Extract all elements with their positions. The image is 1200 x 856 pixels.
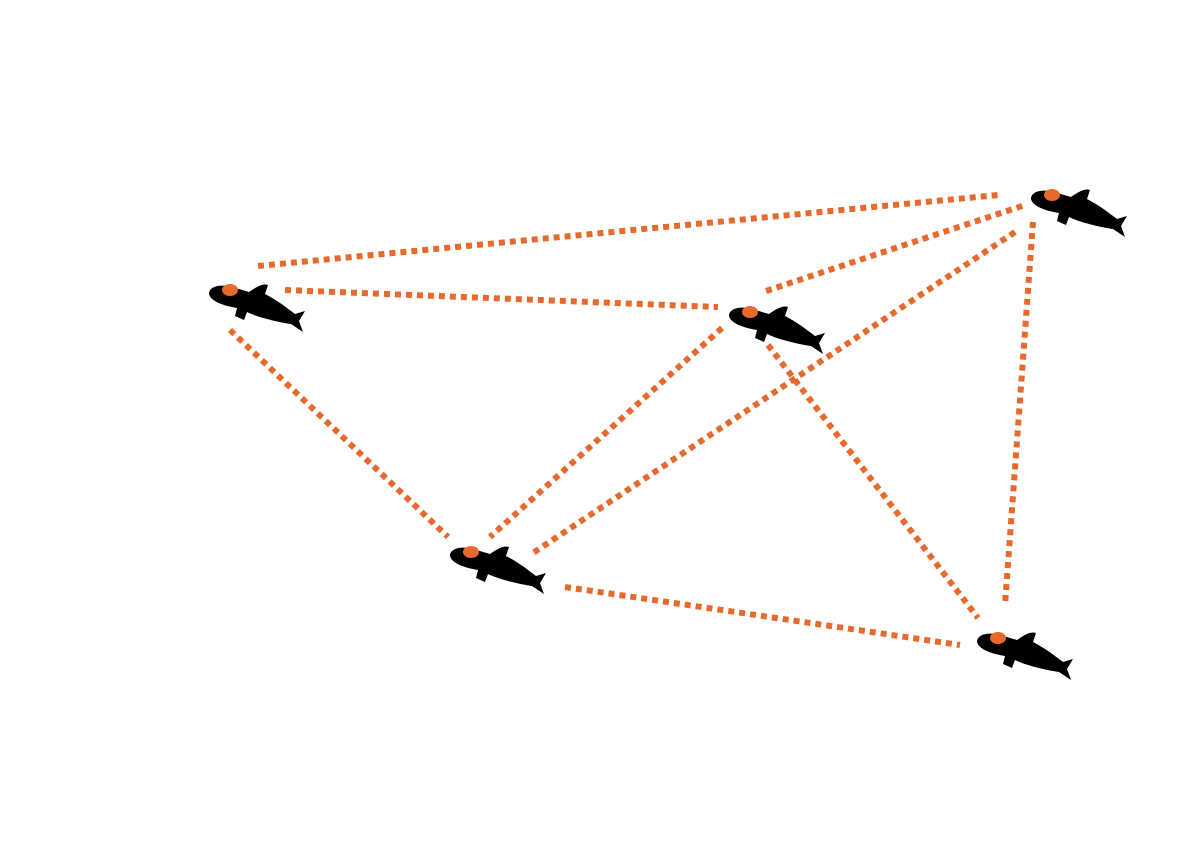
- connection-line: [1002, 221, 1036, 606]
- whale-icon: [209, 284, 305, 332]
- connection-line: [564, 584, 961, 648]
- whale-node: [729, 306, 825, 354]
- connection-line: [257, 192, 999, 269]
- tag-marker: [990, 632, 1006, 644]
- whale-node: [450, 546, 546, 594]
- connection-line: [765, 343, 981, 620]
- whale-icon: [450, 546, 546, 594]
- whale-node: [1031, 189, 1127, 237]
- tag-marker: [463, 546, 479, 558]
- connection-line: [227, 327, 451, 540]
- whale-icon: [729, 306, 825, 354]
- whale-icon: [977, 632, 1073, 680]
- whale-icon: [1031, 189, 1127, 237]
- connection-line: [765, 202, 1026, 294]
- whale-node: [209, 284, 305, 332]
- connection-line: [531, 229, 1017, 556]
- tag-marker: [222, 284, 238, 296]
- tag-marker: [742, 306, 758, 318]
- connection-line: [487, 325, 725, 540]
- connection-line: [284, 287, 719, 310]
- whale-node: [977, 632, 1073, 680]
- tag-marker: [1044, 189, 1060, 201]
- nodes: [209, 189, 1127, 680]
- edges: [227, 192, 1036, 648]
